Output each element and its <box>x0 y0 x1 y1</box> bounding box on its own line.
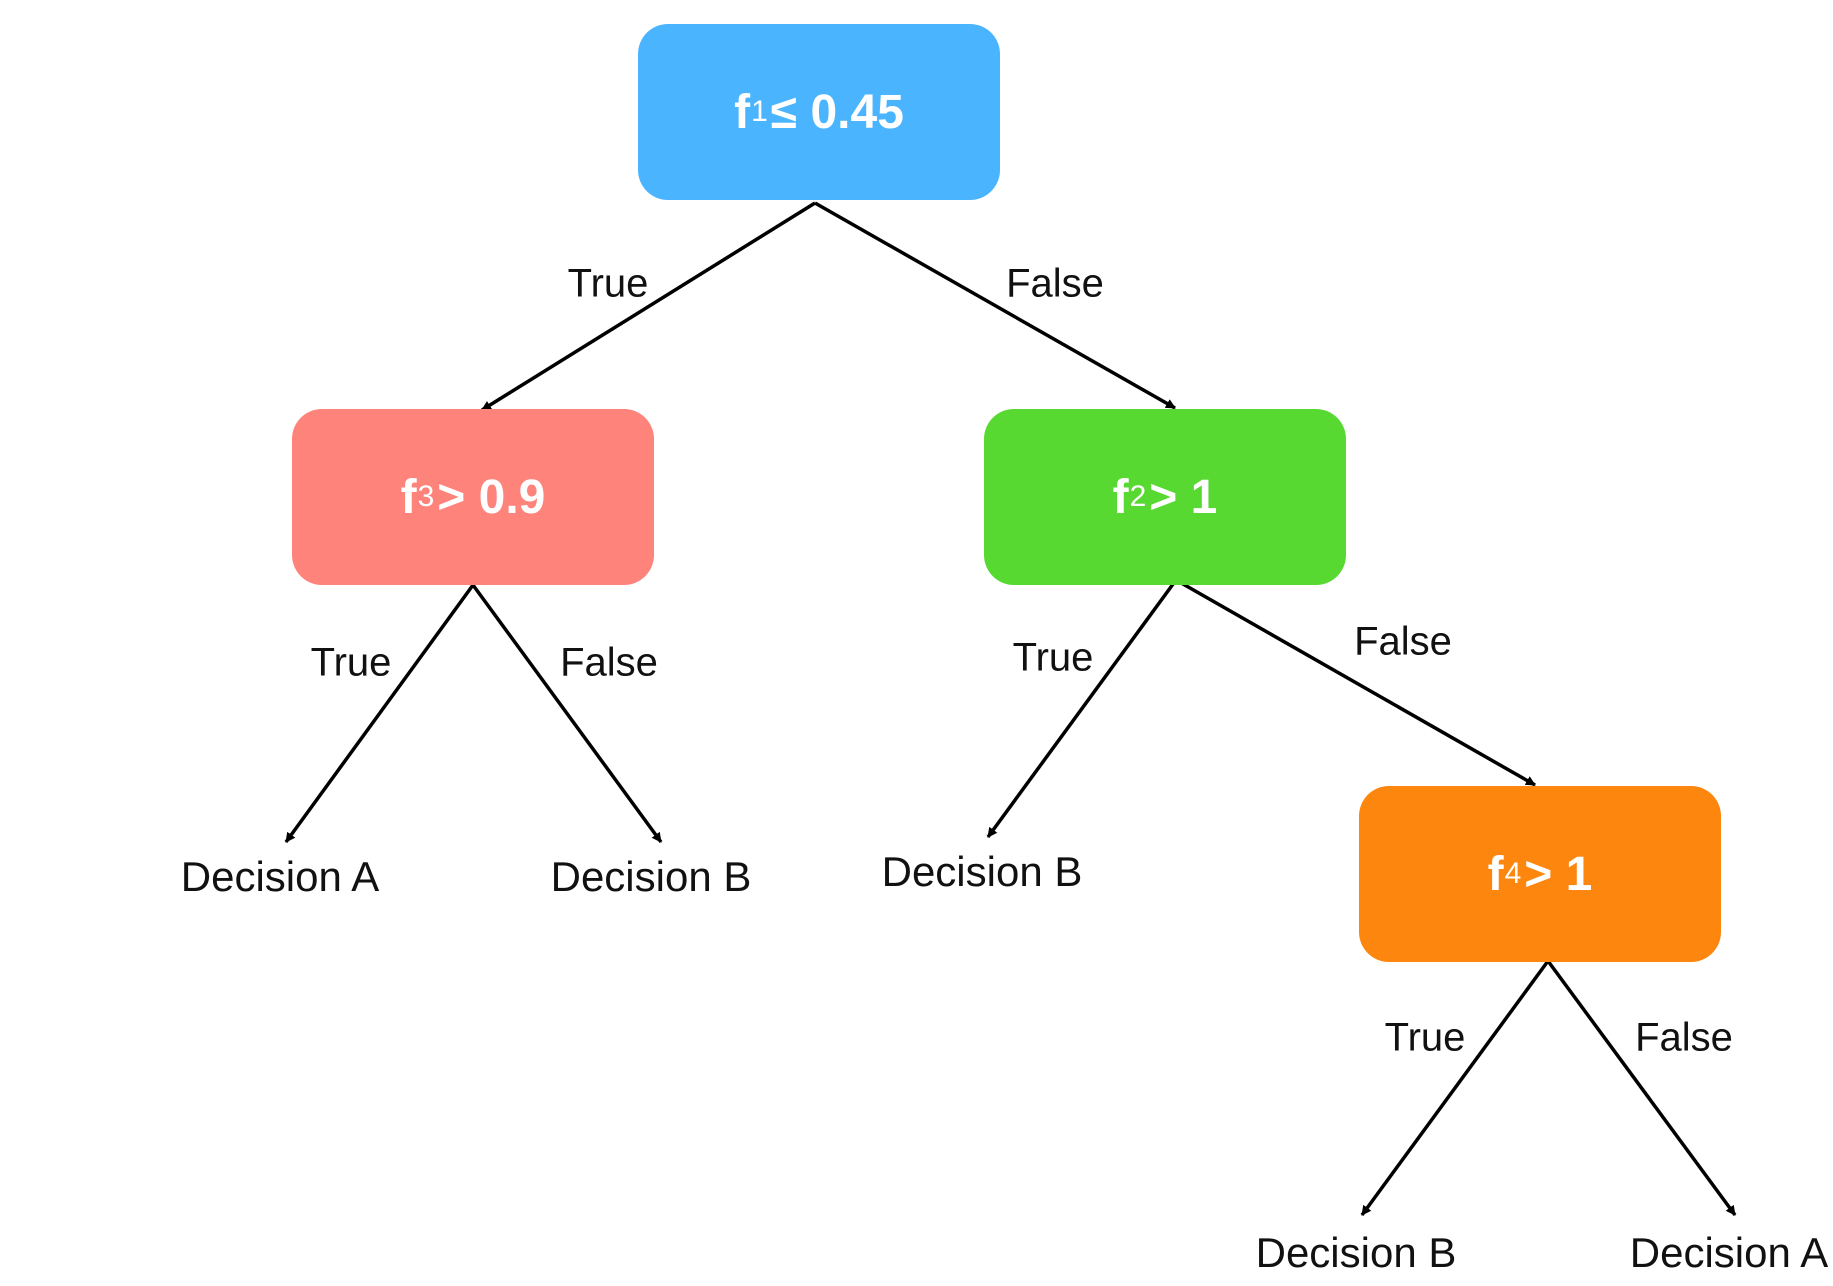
node-deep-subscript: 4 <box>1504 857 1522 890</box>
edge-left-false <box>471 583 663 844</box>
edge-label-left-true: True <box>310 640 392 685</box>
node-right-condition: > 1 <box>1149 470 1218 524</box>
edge-root-true <box>481 201 816 412</box>
edge-label-root-false: False <box>1006 261 1104 306</box>
node-right-subscript: 2 <box>1129 480 1147 513</box>
edge-label-left-false: False <box>560 640 658 685</box>
node-deep-condition: > 1 <box>1524 847 1593 901</box>
edge-right-true <box>986 578 1178 839</box>
node-deep-var: f <box>1487 847 1504 901</box>
node-left-var: f <box>400 470 417 524</box>
leaf-left-true: Decision A <box>180 853 380 900</box>
node-root-subscript: 1 <box>751 95 768 128</box>
node-root-var: f <box>734 85 751 139</box>
edge-right-false <box>1175 578 1536 787</box>
edge-deep-false <box>1546 959 1737 1217</box>
edge-root-false <box>814 201 1176 410</box>
edge-label-deep-false: False <box>1635 1015 1733 1060</box>
edge-left-true <box>284 583 475 844</box>
leaf-deep-true: Decision B <box>1255 1229 1457 1276</box>
leaf-left-false: Decision B <box>550 853 752 900</box>
edge-label-root-true: True <box>567 261 649 306</box>
edge-deep-true <box>1360 959 1550 1217</box>
leaf-deep-false: Decision A <box>1629 1229 1829 1276</box>
node-left-subscript: 3 <box>417 480 435 513</box>
edge-label-deep-true: True <box>1384 1015 1466 1060</box>
node-left-condition: > 0.9 <box>437 470 546 524</box>
node-root-condition: ≤ 0.45 <box>770 85 904 139</box>
leaf-right-true: Decision B <box>881 848 1083 895</box>
node-right-var: f <box>1112 470 1129 524</box>
edge-label-right-true: True <box>1012 635 1094 680</box>
edge-label-right-false: False <box>1354 619 1452 664</box>
